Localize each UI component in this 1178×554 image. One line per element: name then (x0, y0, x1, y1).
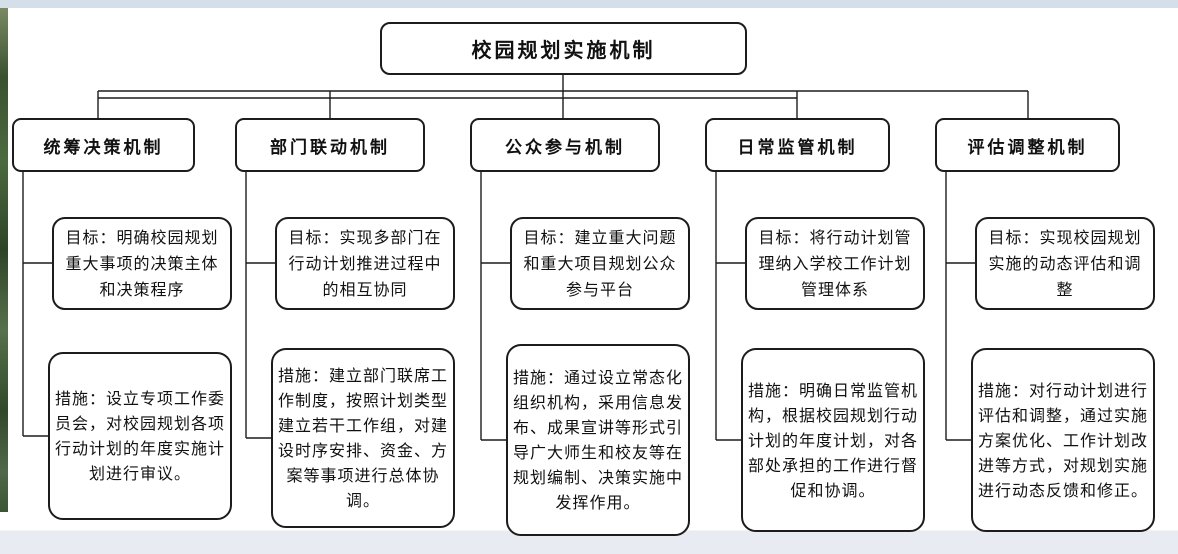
measure-text: 措施：明确日常监管机构，根据校园规划行动计划的年度计划，对各部处承担的工作进行督… (747, 380, 918, 500)
goal-box-public-participation: 目标：建立重大问题和重大项目规划公众参与平台 (510, 217, 690, 310)
goal-text: 目标：实现校园规划实施的动态评估和调整 (988, 227, 1142, 299)
goal-text: 目标：将行动计划管理纳入学校工作计划管理体系 (758, 227, 912, 299)
measure-text: 措施：建立部门联席工作制度，按照计划类型建立若干工作组，对建设时序安排、资金、方… (277, 366, 448, 510)
measure-box-daily-supervision: 措施：明确日常监管机构，根据校园规划行动计划的年度计划，对各部处承担的工作进行督… (741, 348, 925, 532)
goal-text: 目标：建立重大问题和重大项目规划公众参与平台 (523, 227, 677, 299)
measure-box-public-participation: 措施：通过设立常态化组织机构，采用信息发布、成果宣讲等形式引导广大师生和校友等在… (506, 344, 690, 536)
diagram-title: 校园规划实施机制 (471, 38, 656, 62)
branch-header-department-linkage: 部门联动机制 (235, 118, 425, 172)
branch-header-evaluation-adjustment: 评估调整机制 (935, 118, 1120, 172)
goal-text: 目标：明确校园规划重大事项的决策主体和决策程序 (65, 227, 219, 299)
branch-header-label: 统筹决策机制 (43, 137, 164, 158)
goal-box-coordinated-decision: 目标：明确校园规划重大事项的决策主体和决策程序 (52, 217, 232, 310)
measure-box-coordinated-decision: 措施：设立专项工作委员会，对校园规划各项行动计划的年度实施计划进行审议。 (48, 352, 232, 520)
measure-box-evaluation-adjustment: 措施：对行动计划进行评估和调整，通过实施方案优化、工作计划改进等方式，对规划实施… (971, 348, 1155, 532)
branch-header-label: 日常监管机制 (737, 137, 858, 158)
measure-text: 措施：对行动计划进行评估和调整，通过实施方案优化、工作计划改进等方式，对规划实施… (977, 380, 1148, 500)
branch-header-label: 部门联动机制 (270, 137, 390, 158)
branch-header-public-participation: 公众参与机制 (470, 118, 660, 172)
goal-box-daily-supervision: 目标：将行动计划管理纳入学校工作计划管理体系 (745, 217, 925, 310)
measure-box-department-linkage: 措施：建立部门联席工作制度，按照计划类型建立若干工作组，对建设时序安排、资金、方… (271, 348, 455, 528)
branch-header-label: 公众参与机制 (505, 137, 625, 158)
branch-header-daily-supervision: 日常监管机制 (705, 118, 890, 172)
measure-text: 措施：设立专项工作委员会，对校园规划各项行动计划的年度实施计划进行审议。 (54, 389, 225, 483)
goal-text: 目标：实现多部门在行动计划推进过程中的相互协同 (288, 227, 442, 299)
root-node-title-box: 校园规划实施机制 (380, 22, 747, 75)
left-wallpaper-strip (0, 8, 8, 512)
measure-text: 措施：通过设立常态化组织机构，采用信息发布、成果宣讲等形式引导广大师生和校友等在… (512, 368, 683, 512)
branch-header-label: 评估调整机制 (967, 137, 1088, 158)
branch-header-coordinated-decision: 统筹决策机制 (12, 118, 195, 172)
top-edge-strip (0, 0, 1178, 8)
goal-box-department-linkage: 目标：实现多部门在行动计划推进过程中的相互协同 (275, 217, 455, 310)
goal-box-evaluation-adjustment: 目标：实现校园规划实施的动态评估和调整 (975, 217, 1155, 310)
